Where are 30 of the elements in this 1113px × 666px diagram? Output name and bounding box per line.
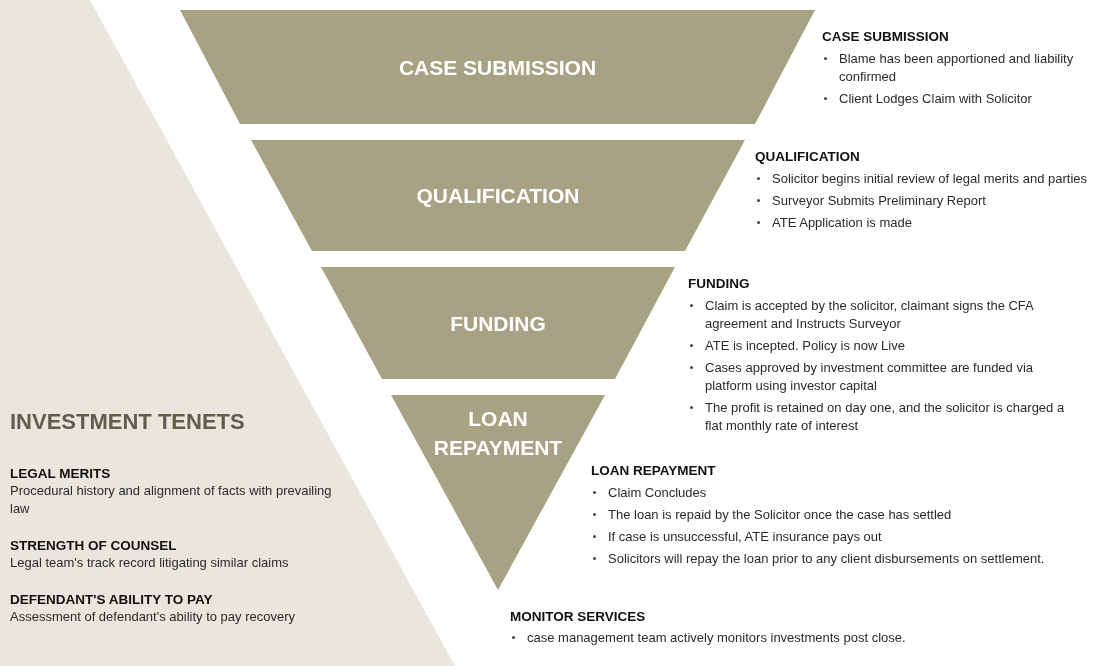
stage-title: FUNDING <box>450 310 546 337</box>
bullet-text: Solicitors will repay the loan prior to any client disbursements on settlement. <box>608 550 1045 569</box>
description-text: Assessment of defendant's ability to pay recovery <box>10 608 297 626</box>
bullet-text: case management team actively monitors investments post close. <box>527 629 906 647</box>
description-text: Procedural history and alignment of facts with prevailing law <box>10 482 333 518</box>
sidebar-title: INVESTMENT TENETS <box>10 408 246 436</box>
bullet-text: The profit is retained on day one, and the solicitor is charged a flat monthly rate of interest <box>705 399 1066 436</box>
bullet-text: Client Lodges Claim with Solicitor <box>839 90 1032 109</box>
section-heading: DEFENDANT'S ABILITY TO PAY <box>10 591 214 609</box>
bullet-text: Surveyor Submits Preliminary Report <box>772 192 986 211</box>
bullet-text: ATE is incepted. Policy is now Live <box>705 337 905 356</box>
bullet-text: ATE Application is made <box>772 214 912 233</box>
section-heading: LEGAL MERITS <box>10 465 112 483</box>
section-heading: QUALIFICATION <box>755 148 861 166</box>
stage-title: QUALIFICATION <box>416 183 580 209</box>
section-heading: FUNDING <box>688 275 751 293</box>
bullet-text: Solicitor begins initial review of legal merits and parties <box>772 170 1088 189</box>
bullet-text: Claim Concludes <box>608 484 707 503</box>
stage-title: CASE SUBMISSION <box>398 54 597 81</box>
section-heading: LOAN REPAYMENT <box>591 462 717 480</box>
bullet-text: Cases approved by investment committee are funded via platform using investor capital <box>705 359 1035 396</box>
section-heading: MONITOR SERVICES <box>510 608 647 626</box>
bullet-text: The loan is repaid by the Solicitor once the case has settled <box>608 506 952 525</box>
bullet-text: If case is unsuccessful, ATE insurance pays out <box>608 528 882 547</box>
bullet-text: Claim is accepted by the solicitor, claimant signs the CFA agreement and Instructs Surveyor <box>705 297 1035 334</box>
section-heading: STRENGTH OF COUNSEL <box>10 537 178 555</box>
stage-title: LOAN REPAYMENT <box>433 405 563 461</box>
bullet-text: Blame has been apportioned and liability confirmed <box>839 50 1075 87</box>
section-heading: CASE SUBMISSION <box>822 28 950 46</box>
description-text: Legal team's track record litigating similar claims <box>10 554 290 572</box>
